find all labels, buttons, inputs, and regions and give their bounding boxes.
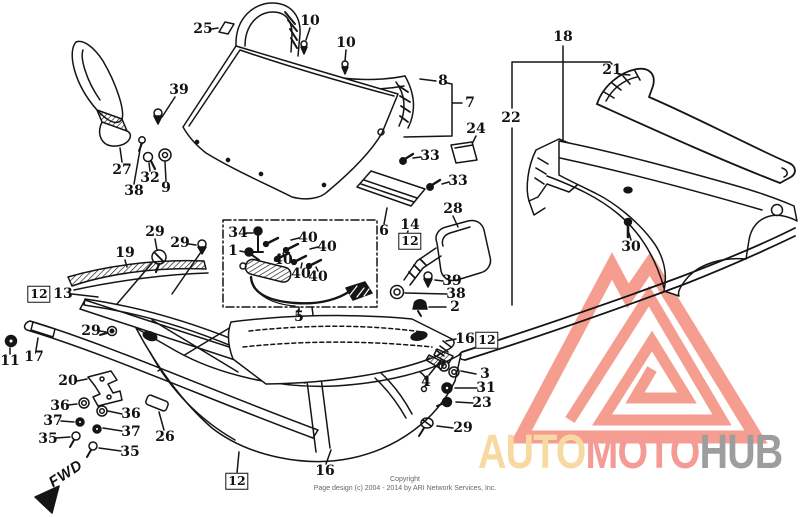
- part-callout-37[interactable]: 37: [121, 424, 141, 440]
- part-callout-33[interactable]: 33: [448, 173, 468, 189]
- part-callout-9[interactable]: 9: [161, 180, 171, 196]
- part-callout-31[interactable]: 31: [476, 380, 496, 396]
- lower-cowl: [135, 306, 462, 474]
- part-callout-21[interactable]: 21: [602, 62, 622, 78]
- part-callout-29[interactable]: 29: [145, 224, 165, 240]
- part-callout-25[interactable]: 25: [193, 21, 213, 37]
- part-callout-37[interactable]: 37: [43, 413, 63, 429]
- part-callout-12[interactable]: 12: [398, 232, 422, 250]
- brand-part-hub: HUB: [699, 426, 784, 479]
- part-callout-33[interactable]: 33: [420, 148, 440, 164]
- part-callout-8[interactable]: 8: [438, 73, 448, 89]
- part-callout-29[interactable]: 29: [170, 235, 190, 251]
- part-callout-10[interactable]: 10: [300, 13, 320, 29]
- copyright-line1: Copyright: [390, 476, 420, 483]
- part-callout-23[interactable]: 23: [472, 395, 492, 411]
- part-callout-11[interactable]: 11: [0, 353, 20, 369]
- part-callout-2[interactable]: 2: [450, 299, 460, 315]
- part-callout-39[interactable]: 39: [169, 82, 189, 98]
- part-callout-13[interactable]: 13: [53, 286, 73, 302]
- part-callout-32[interactable]: 32: [140, 170, 160, 186]
- part-callout-17[interactable]: 17: [24, 349, 44, 365]
- part-callout-40[interactable]: 40: [291, 266, 311, 282]
- part-callout-36[interactable]: 36: [50, 398, 70, 414]
- part-callout-12[interactable]: 12: [225, 472, 249, 490]
- seat-lock-box: [222, 219, 378, 312]
- copyright-line2: Page design (c) 2004 - 2014 by ARI Netwo…: [313, 484, 497, 492]
- side-molding: [4, 320, 319, 439]
- brand-part-moto: MOTO: [585, 426, 701, 479]
- part-callout-3[interactable]: 3: [480, 366, 490, 382]
- part-callout-19[interactable]: 19: [115, 245, 135, 261]
- hardware-cluster-left: [55, 370, 123, 458]
- mirror-right: [389, 215, 492, 317]
- part-callout-16[interactable]: 16: [315, 463, 335, 479]
- part-callout-39[interactable]: 39: [442, 273, 462, 289]
- copyright-footer: Copyright Page design (c) 2004 - 2014 by…: [250, 476, 560, 493]
- windscreen-assembly: [182, 2, 478, 200]
- part-callout-6[interactable]: 6: [379, 223, 389, 239]
- watermark-brand-text: AUTOMOTOHUB: [478, 425, 784, 480]
- part-callout-7[interactable]: 7: [465, 95, 475, 111]
- part-callout-40[interactable]: 40: [308, 269, 328, 285]
- part-callout-36[interactable]: 36: [121, 406, 141, 422]
- brand-part-auto: AUTO: [478, 426, 586, 479]
- hardware-cluster-right: [374, 359, 478, 437]
- part-callout-29[interactable]: 29: [453, 420, 473, 436]
- part-callout-12[interactable]: 12: [475, 331, 499, 349]
- part-callout-12[interactable]: 12: [27, 285, 51, 303]
- screw-33: [399, 152, 450, 191]
- part-callout-40[interactable]: 40: [273, 252, 293, 268]
- part-callout-22[interactable]: 22: [501, 110, 521, 126]
- part-callout-5[interactable]: 5: [294, 309, 304, 325]
- part-callout-40[interactable]: 40: [317, 239, 337, 255]
- part-callout-28[interactable]: 28: [443, 201, 463, 217]
- part-callout-38[interactable]: 38: [124, 183, 144, 199]
- part-callout-40[interactable]: 40: [298, 230, 318, 246]
- part-callout-1[interactable]: 1: [228, 243, 238, 259]
- part-callout-35[interactable]: 35: [120, 444, 140, 460]
- part-callout-20[interactable]: 20: [58, 373, 78, 389]
- part-callout-38[interactable]: 38: [446, 286, 466, 302]
- part-callout-4[interactable]: 4: [421, 374, 431, 390]
- part-callout-27[interactable]: 27: [112, 162, 132, 178]
- mirror-left: [71, 40, 176, 185]
- rear-rail-and-cowl: [458, 45, 798, 361]
- part-callout-26[interactable]: 26: [155, 429, 175, 445]
- part-callout-29[interactable]: 29: [81, 323, 101, 339]
- part-callout-30[interactable]: 30: [621, 239, 641, 255]
- part-callout-24[interactable]: 24: [466, 121, 486, 137]
- part-callout-34[interactable]: 34: [228, 225, 248, 241]
- part-callout-35[interactable]: 35: [38, 431, 58, 447]
- part-callout-14[interactable]: 14: [400, 217, 420, 233]
- part-callout-16[interactable]: 16: [455, 331, 475, 347]
- fwd-arrow-icon: [34, 485, 60, 514]
- bracket-6: [356, 170, 426, 225]
- part-callout-18[interactable]: 18: [553, 29, 573, 45]
- part-callout-10[interactable]: 10: [336, 35, 356, 51]
